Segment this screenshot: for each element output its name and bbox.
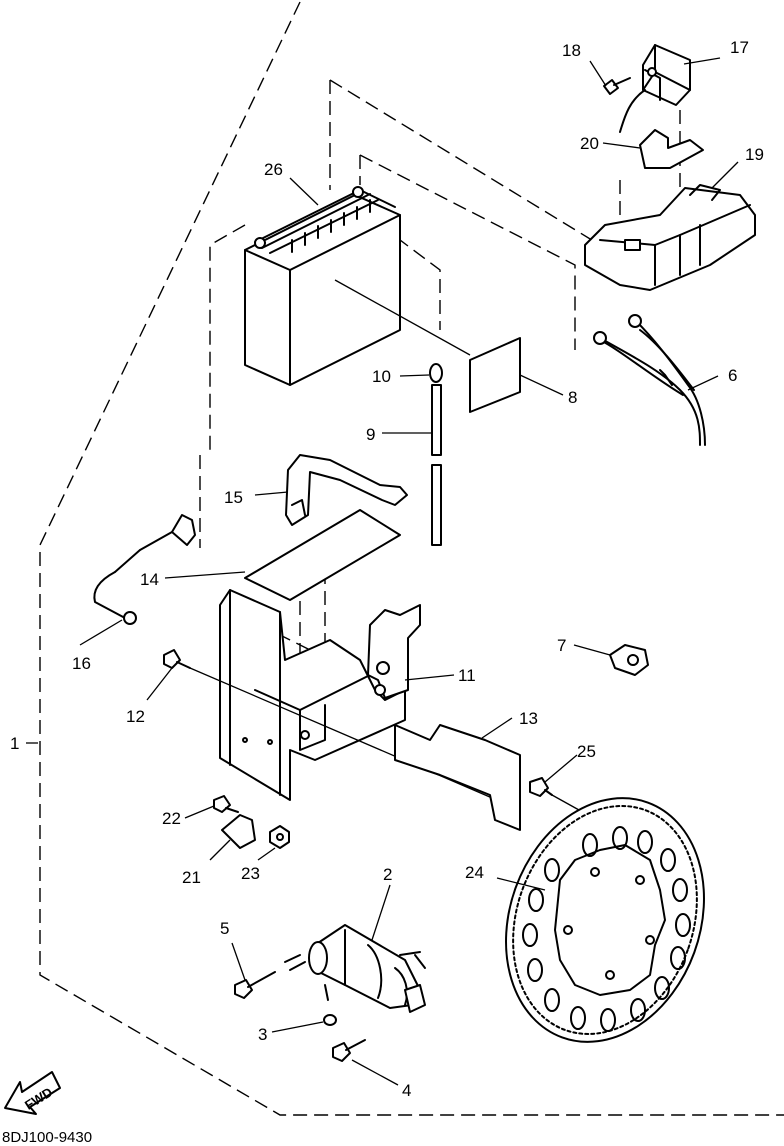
assembly-boundary — [39, 1, 784, 1116]
case-bolt — [163, 649, 191, 669]
starter-bolt-5 — [234, 971, 276, 999]
starter-motor — [284, 924, 426, 1013]
starter-ring-gear — [505, 797, 705, 1043]
callout-1: 1 — [10, 734, 19, 753]
relay-screw — [603, 77, 631, 95]
callout-8: 8 — [568, 388, 577, 407]
starter-relay — [619, 44, 691, 133]
battery — [244, 186, 401, 386]
callout-19: 19 — [745, 145, 764, 164]
callout-2: 2 — [383, 865, 392, 884]
callout-20: 20 — [580, 134, 599, 153]
callout-11: 11 — [458, 666, 476, 685]
forward-direction-arrow: FWD — [4, 1071, 61, 1115]
callout-labels: 1 2 3 4 5 6 7 8 9 10 11 12 13 14 15 16 1… — [10, 38, 764, 1100]
diagram-code: 8DJ100-9430 — [2, 1129, 92, 1146]
hose-clip — [429, 363, 443, 383]
rectifier-regulator — [584, 184, 756, 291]
clamp — [609, 644, 649, 676]
battery-cover — [244, 509, 401, 601]
battery-pad — [469, 337, 521, 413]
wire-harness — [593, 314, 706, 446]
relay-bracket — [639, 129, 704, 169]
cable-clamp — [221, 814, 256, 849]
case-seal — [394, 724, 521, 831]
fwd-arrow-icon — [4, 1071, 61, 1115]
callout-7: 7 — [557, 636, 566, 655]
callout-17: 17 — [730, 38, 749, 57]
callout-4: 4 — [402, 1081, 411, 1100]
callout-12: 12 — [126, 707, 145, 726]
clamp-bolt — [213, 795, 239, 813]
callout-14: 14 — [140, 570, 159, 589]
callout-3: 3 — [258, 1025, 267, 1044]
callout-16: 16 — [72, 654, 91, 673]
callout-21: 21 — [182, 868, 201, 887]
callout-25: 25 — [577, 742, 596, 761]
battery-case — [219, 589, 421, 801]
battery-band — [285, 454, 408, 526]
callout-6: 6 — [728, 366, 737, 385]
starter-bolt-4 — [332, 1039, 366, 1062]
callout-10: 10 — [372, 367, 391, 386]
callout-leaders — [26, 57, 739, 1086]
starter-gear-bolt — [529, 777, 553, 797]
callout-26: 26 — [264, 160, 283, 179]
callout-5: 5 — [220, 919, 229, 938]
callout-23: 23 — [241, 864, 260, 883]
callout-15: 15 — [224, 488, 243, 507]
clamp-nut — [269, 825, 290, 849]
callout-13: 13 — [519, 709, 538, 728]
battery-lead — [93, 514, 196, 625]
callout-18: 18 — [562, 41, 581, 60]
callout-9: 9 — [366, 425, 375, 444]
callout-22: 22 — [162, 809, 181, 828]
callout-24: 24 — [465, 863, 484, 882]
breather-hose — [431, 384, 442, 546]
o-ring — [323, 1014, 337, 1026]
